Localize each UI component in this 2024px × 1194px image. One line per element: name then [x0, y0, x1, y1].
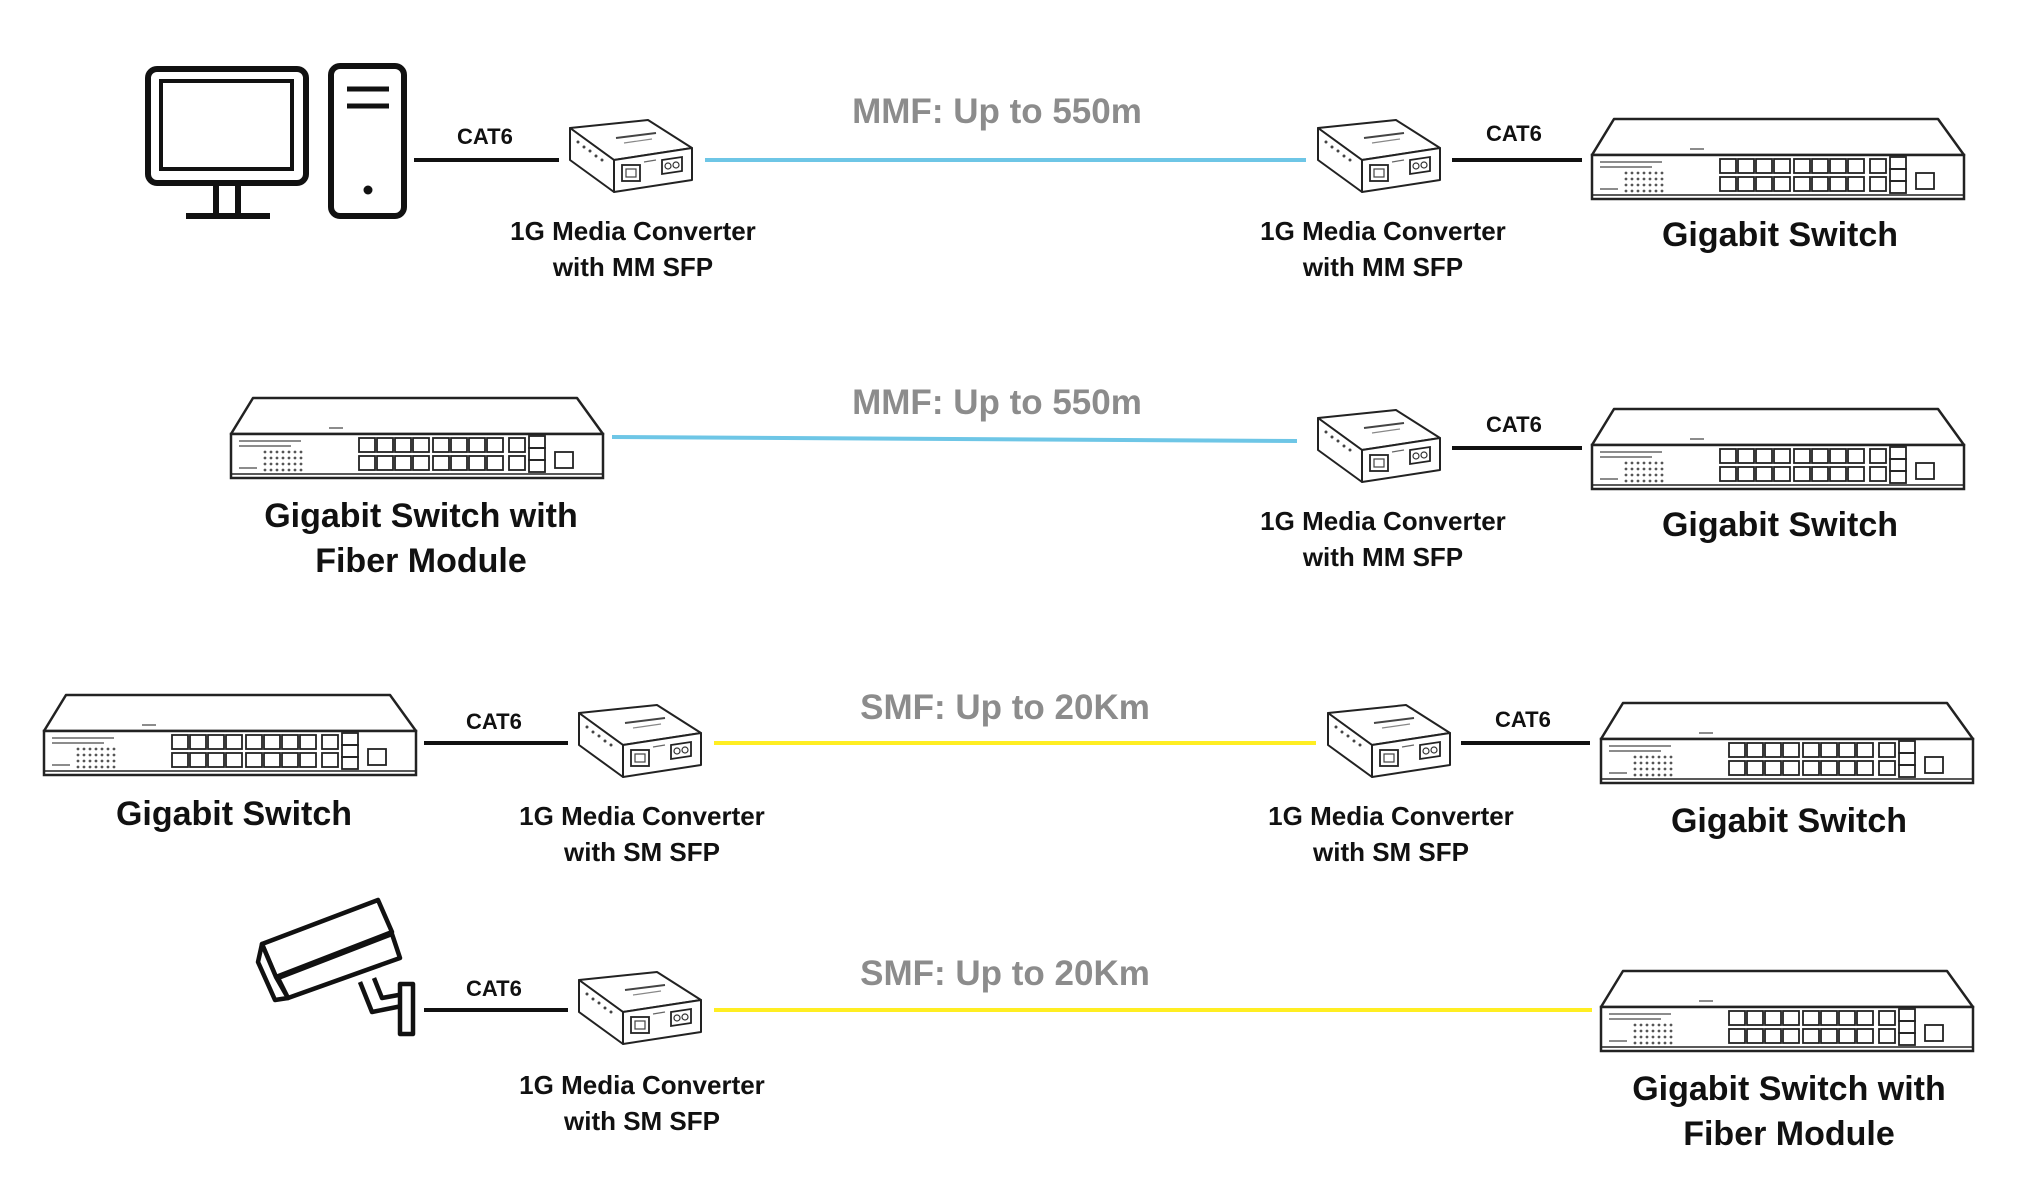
cable-label-cat6: CAT6: [1495, 707, 1551, 732]
row-2: [229, 396, 1966, 491]
distance-label: MMF: Up to 550m: [852, 383, 1142, 422]
row-4: [255, 897, 1975, 1053]
converter-label-line-1: 1G Media Converter: [1260, 216, 1506, 246]
converter-label: 1G Media Converter with SM SFP: [472, 1067, 812, 1139]
fiber-switch-label: Gigabit Switch with Fiber Module: [211, 494, 631, 584]
converter-label-line-2: with MM SFP: [1302, 542, 1464, 572]
converter-label: 1G Media Converter with SM SFP: [472, 798, 812, 870]
converter-label: 1G Media Converter with MM SFP: [463, 213, 803, 285]
converter-label-line-2: with SM SFP: [564, 1106, 720, 1136]
mmf-fiber-link: [611, 435, 1298, 443]
converter-label-line-2: with MM SFP: [552, 252, 714, 282]
cable-label-cat6: CAT6: [1486, 121, 1542, 146]
converter-label-line-1: 1G Media Converter: [1268, 801, 1514, 831]
converter-label-line-1: 1G Media Converter: [519, 1070, 765, 1100]
distance-label: SMF: Up to 20Km: [860, 688, 1150, 727]
switch-label: Gigabit Switch: [115, 795, 353, 833]
converter-label-line-2: with MM SFP: [1302, 252, 1464, 282]
fiber-switch-label: Gigabit Switch with Fiber Module: [1579, 1067, 1999, 1157]
gigabit-switch-icon: [1590, 407, 1966, 491]
pc-power-led: [363, 185, 373, 195]
converter-label: 1G Media Converter with SM SFP: [1221, 798, 1561, 870]
cable-label-cat6: CAT6: [466, 709, 522, 734]
media-converter-icon: [578, 704, 702, 778]
converter-label-line-1: 1G Media Converter: [1260, 506, 1506, 536]
switch-label: Gigabit Switch: [1661, 216, 1899, 254]
gigabit-switch-icon: [42, 693, 418, 777]
converter-label-line-2: with SM SFP: [564, 837, 720, 867]
row-3: [42, 693, 1975, 785]
cable-label-cat6: CAT6: [457, 124, 513, 149]
gigabit-switch-icon: [1590, 117, 1966, 201]
media-converter-icon: [578, 971, 702, 1045]
fiber-switch-icon: [1599, 969, 1975, 1053]
converter-label: 1G Media Converter with MM SFP: [1213, 503, 1553, 575]
pc-workstation-icon: [145, 63, 407, 219]
distance-label: SMF: Up to 20Km: [860, 954, 1150, 993]
fiber-switch-label-line-1: Gigabit Switch with: [1632, 1070, 1946, 1108]
fiber-switch-label-line-2: Fiber Module: [1683, 1115, 1895, 1153]
row-1: [145, 63, 1966, 219]
fiber-switch-label-line-2: Fiber Module: [315, 542, 527, 580]
cable-label-cat6: CAT6: [466, 976, 522, 1001]
security-camera-icon: [255, 897, 416, 1037]
fiber-switch-icon: [229, 396, 605, 480]
gigabit-switch-icon: [1599, 701, 1975, 785]
distance-label: MMF: Up to 550m: [852, 92, 1142, 131]
media-converter-icon: [1327, 704, 1451, 778]
converter-label-line-2: with SM SFP: [1313, 837, 1469, 867]
fiber-switch-label-line-1: Gigabit Switch with: [264, 497, 578, 535]
media-converter-icon: [569, 119, 693, 193]
switch-label: Gigabit Switch: [1670, 802, 1908, 840]
switch-label: Gigabit Switch: [1661, 506, 1899, 544]
media-converter-icon: [1317, 409, 1441, 483]
cable-label-cat6: CAT6: [1486, 412, 1542, 437]
converter-label-line-1: 1G Media Converter: [519, 801, 765, 831]
converter-label-line-1: 1G Media Converter: [510, 216, 756, 246]
media-converter-icon: [1317, 119, 1441, 193]
converter-label: 1G Media Converter with MM SFP: [1213, 213, 1553, 285]
